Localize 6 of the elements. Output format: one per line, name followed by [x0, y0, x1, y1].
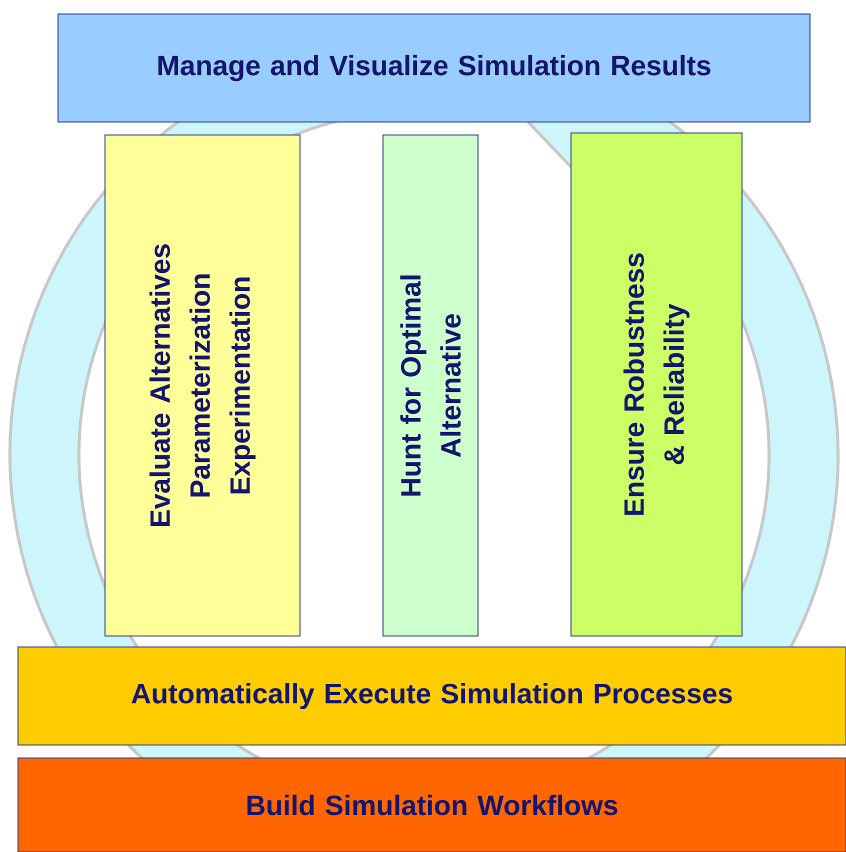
- layer-bar: Build Simulation Workflows: [18, 758, 846, 852]
- task-box: Ensure Robustness & Reliability: [570, 132, 742, 636]
- results-bar: Manage and Visualize Simulation Results: [58, 14, 810, 122]
- layer-bar: Automatically Execute Simulation Processes: [18, 646, 846, 746]
- task-box: Evaluate Alternatives Parameterization Experimentation: [104, 134, 300, 636]
- task-box: Hunt for Optimal Alternative: [382, 134, 478, 636]
